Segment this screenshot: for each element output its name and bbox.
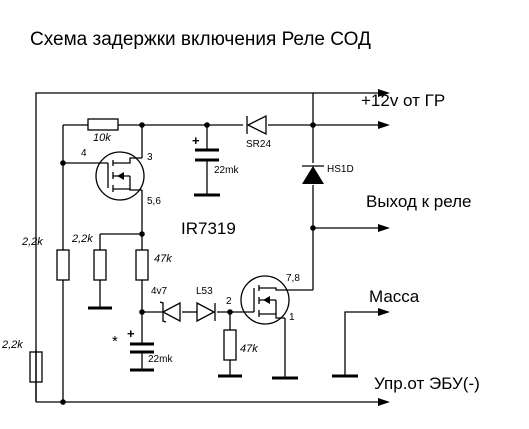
ground-symbols (88, 193, 358, 380)
diagram-title: Схема задержки включения Реле СОД (30, 29, 371, 50)
t1-pin-gate: 4 (81, 148, 87, 159)
chip-label: IR7319 (181, 219, 236, 238)
t2-pin-source: 1 (289, 312, 295, 323)
t1-pin-source: 5,6 (147, 196, 161, 207)
diode-l53 (196, 301, 216, 323)
diode-hs1d-label: HS1D (327, 164, 354, 175)
diode-sr24 (246, 114, 267, 136)
r-2k2-inner-label: 2,2k (71, 233, 93, 245)
t2-pin-drain: 7,8 (286, 273, 300, 284)
junctions (60, 122, 316, 405)
capacitor-low (130, 342, 154, 354)
mosfet-t1 (90, 151, 145, 201)
diode-l53-label: L53 (196, 286, 213, 297)
resistors (29, 118, 237, 383)
r-47k-a-label: 47k (154, 253, 172, 265)
terminal-power-label: +12v от ГР (361, 91, 445, 110)
t2-pin-gate: 2 (226, 296, 232, 307)
cap-low-label: 22mk (148, 354, 173, 365)
r-10k-label: 10k (93, 132, 111, 144)
t1-pin-drain: 3 (147, 152, 153, 163)
diode-sr24-label: SR24 (246, 139, 271, 150)
capacitor-top (195, 148, 219, 162)
wiring (35, 92, 378, 403)
diode-hs1d (302, 165, 324, 184)
zener-4v7 (159, 301, 181, 323)
r-2k2-low-label: 2,2k (1, 339, 23, 351)
zener-4v7-label: 4v7 (151, 286, 168, 297)
r-47k-b-label: 47k (240, 343, 258, 355)
cap-low-mark: * (112, 333, 118, 350)
cap-low-plus: + (127, 326, 135, 341)
terminal-ecu-label: Упр.от ЭБУ(-) (374, 374, 480, 393)
terminal-relay-out-label: Выход к реле (366, 192, 471, 211)
terminal-ground-label: Масса (369, 287, 420, 306)
cap-top-label: 22mk (214, 165, 239, 176)
r-2k2-left-label: 2,2k (21, 236, 43, 248)
terminal-arrows (313, 89, 390, 406)
cap-top-plus: + (192, 133, 200, 148)
mosfet-t2 (240, 275, 295, 325)
